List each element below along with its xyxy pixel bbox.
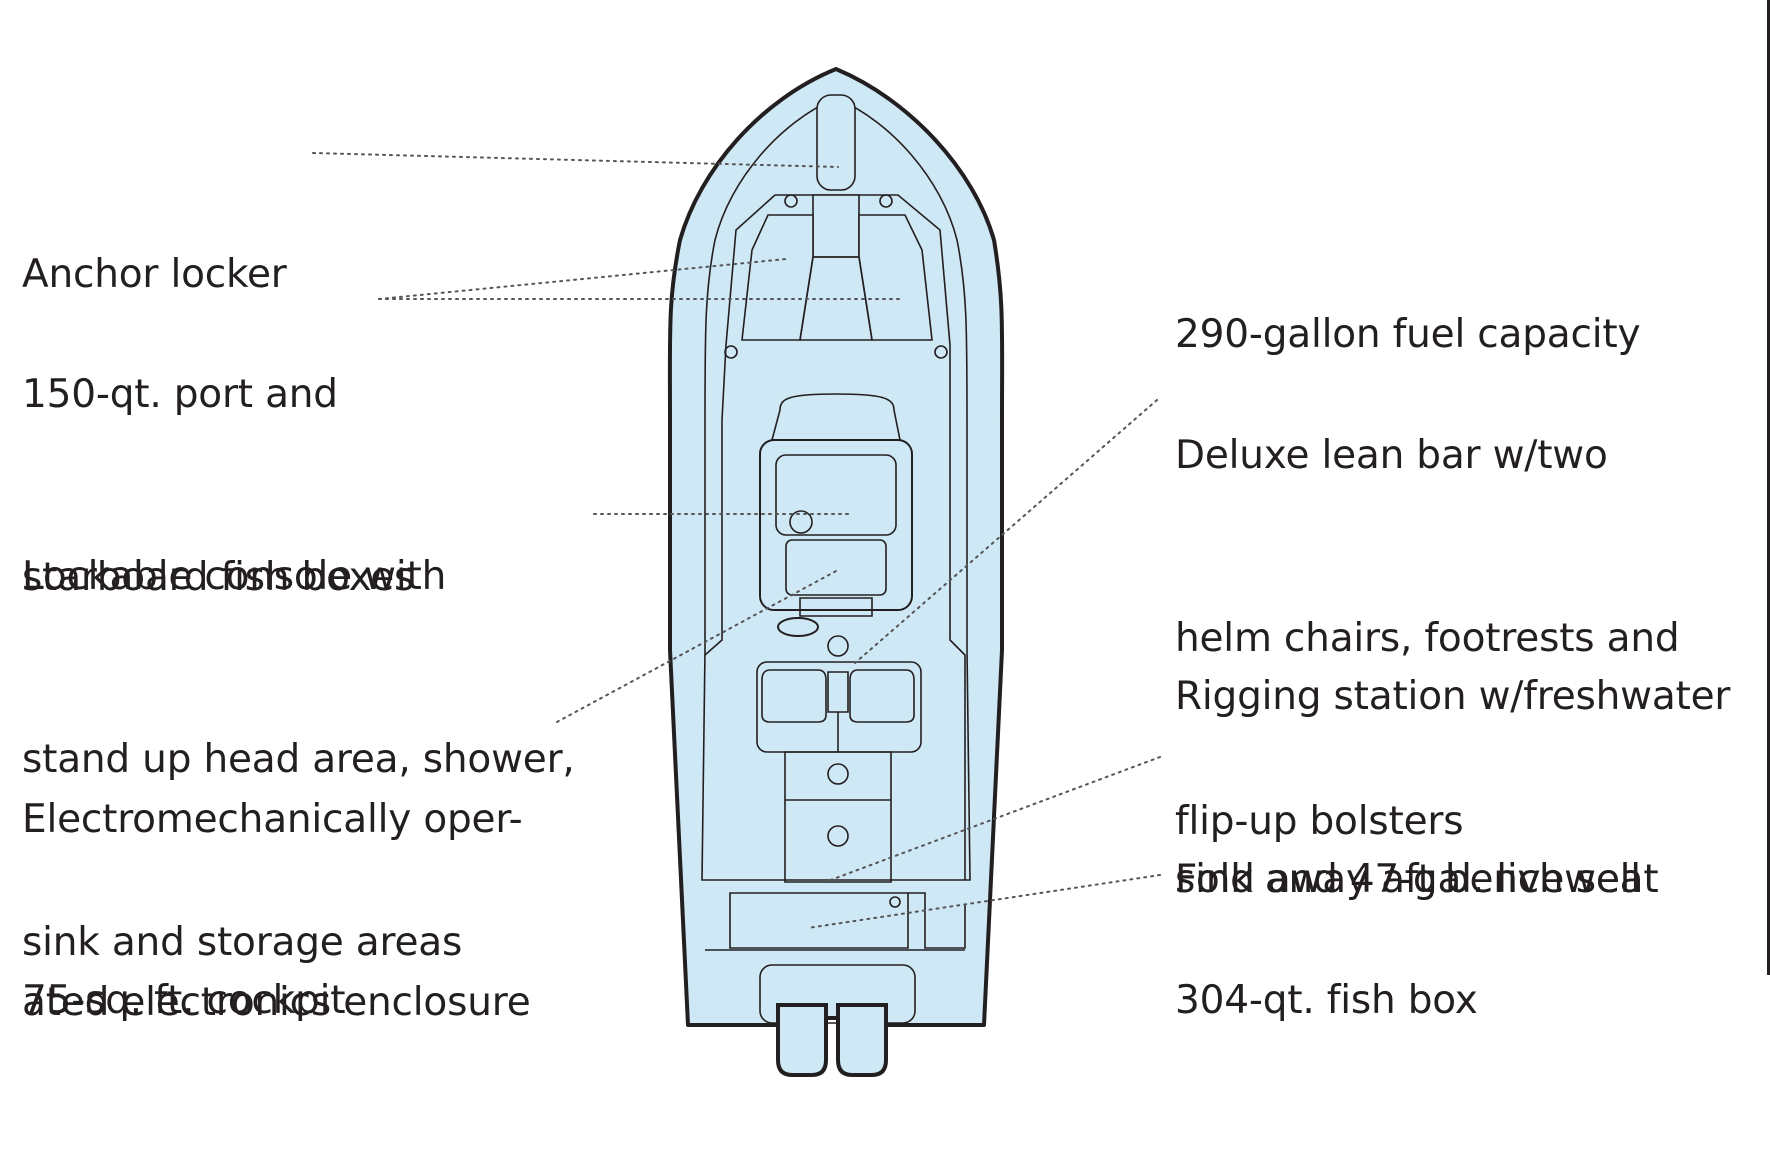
helm-chair-port (762, 670, 826, 722)
label-fuel: 290-gallon fuel capacity (1175, 312, 1641, 357)
label-fish-boxes: 150-qt. port and starboard fish boxes (22, 372, 415, 600)
leader-aft-fish-box (808, 875, 1160, 928)
gunwale-inner-line (702, 98, 970, 880)
helm-wheel (777, 617, 819, 637)
deck-inner-line (705, 195, 965, 880)
bow-center-walk (800, 257, 872, 340)
console-dash (786, 540, 886, 595)
cleat-bolt (785, 195, 797, 207)
label-anchor-locker: Anchor locker (22, 252, 287, 297)
console-front (772, 394, 900, 440)
label-aft-fish-box: 304-qt. fish box (1175, 978, 1478, 1023)
label-lean-bar: Deluxe lean bar w/two helm chairs, footr… (1175, 433, 1680, 844)
deck-drain (828, 826, 848, 846)
boat-deck-plan (0, 0, 1770, 1080)
aft-fish-box-latch (890, 897, 900, 907)
label-bench: Fold away aft bench seat (1175, 857, 1659, 902)
bow-seat-center (813, 195, 859, 257)
cleat-bolt (725, 346, 737, 358)
outboard-engine-starboard (838, 1005, 886, 1075)
label-electronics: Electromechanically oper- ated electroni… (22, 797, 531, 1025)
aft-fish-box-lid (730, 893, 908, 948)
leader-bench (828, 757, 1160, 881)
lean-bar-post (828, 636, 848, 656)
console-gauge (790, 511, 812, 533)
leader-lines (313, 153, 1160, 928)
leader-fish-box-port (379, 259, 786, 299)
boat-layout-diagram: Anchor locker 150-qt. port and starboard… (0, 0, 1770, 1080)
console-step (800, 598, 872, 616)
label-rigging: Rigging station w/freshwater sink and 47… (1175, 674, 1731, 902)
cleat-bolt (880, 195, 892, 207)
console-body (760, 440, 912, 610)
label-cockpit: 75-sq. ft. cockpit (22, 978, 346, 1023)
deck-drain (828, 764, 848, 784)
cleat-bolt (935, 346, 947, 358)
deck-hatch (785, 752, 891, 882)
aft-bench-seat (908, 893, 965, 948)
outboard-engine-port (778, 1005, 826, 1075)
console-windshield (776, 455, 896, 535)
anchor-locker-hatch (817, 95, 855, 190)
leader-electronics (557, 570, 838, 722)
label-console: Lockable console with stand up head area… (22, 554, 575, 965)
right-edge-rule (1767, 0, 1770, 975)
helm-chair-starboard (850, 670, 914, 722)
